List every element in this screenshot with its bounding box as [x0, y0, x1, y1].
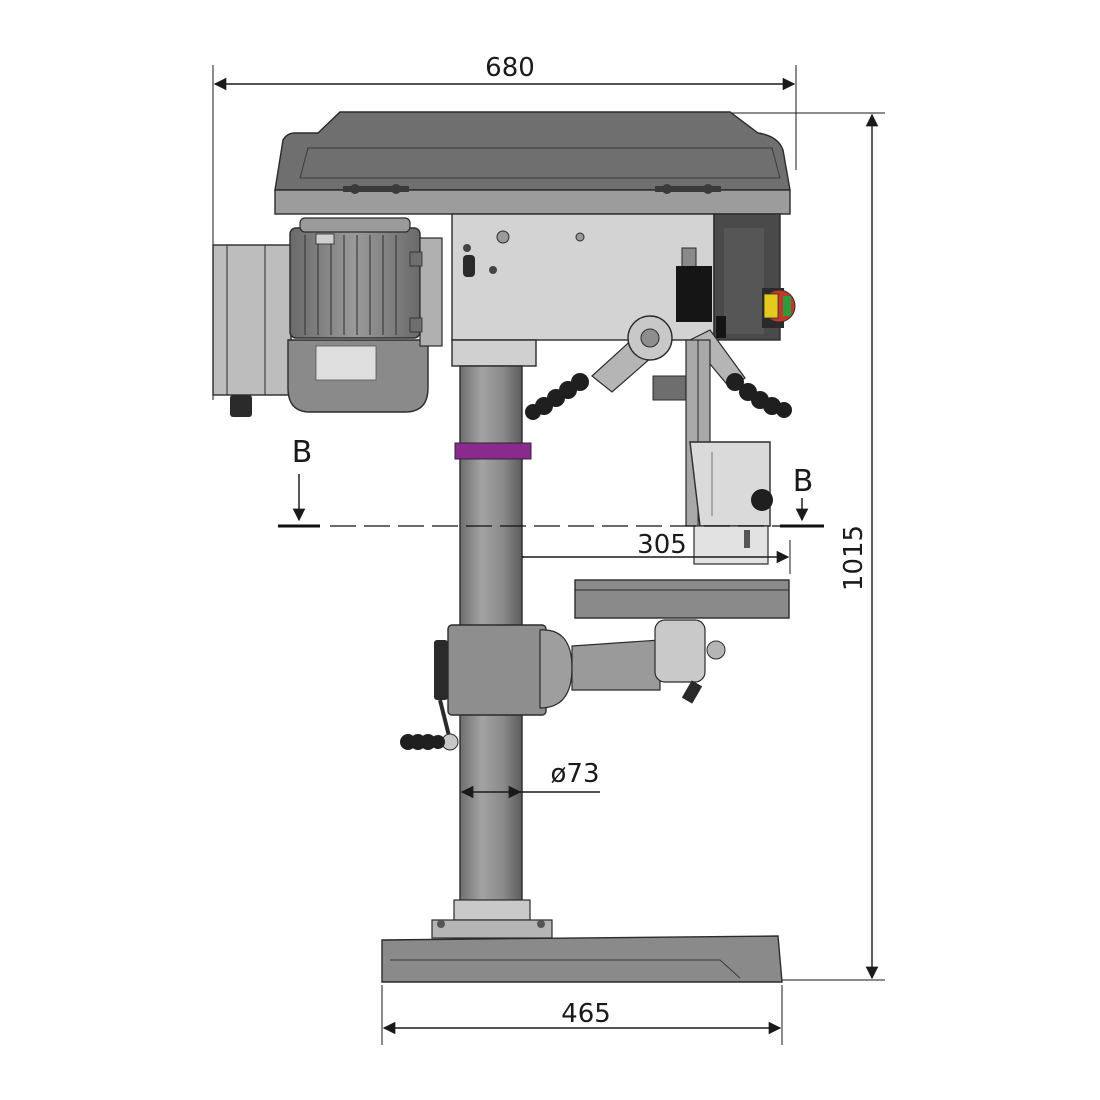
work-table-icon	[574, 579, 790, 619]
section-line-b: B B	[278, 435, 824, 528]
dimension-column-diameter: ø73	[460, 759, 600, 799]
feed-handle-icon[interactable]	[525, 315, 792, 420]
chuck-guard-icon	[689, 441, 773, 565]
table-bracket-icon	[400, 619, 726, 751]
emergency-switch-icon[interactable]	[762, 289, 796, 323]
overall-width-label: 680	[485, 53, 535, 83]
base-icon	[381, 899, 783, 983]
overall-height-label: 1015	[839, 525, 869, 591]
section-label-right: B	[793, 464, 814, 499]
depth-gauge-icon	[676, 247, 726, 338]
dimension-base-width: 465	[381, 985, 783, 1045]
dimension-overall-height: 1015	[730, 112, 885, 981]
column-diameter-label: ø73	[551, 759, 600, 789]
drill-head-icon	[451, 213, 784, 367]
motor-icon	[212, 217, 443, 417]
belt-cover	[274, 111, 791, 215]
throat-depth-label: 305	[637, 530, 687, 560]
dimension-throat-depth: 305	[522, 530, 791, 574]
section-label-left: B	[292, 435, 313, 470]
base-width-label: 465	[561, 999, 611, 1029]
